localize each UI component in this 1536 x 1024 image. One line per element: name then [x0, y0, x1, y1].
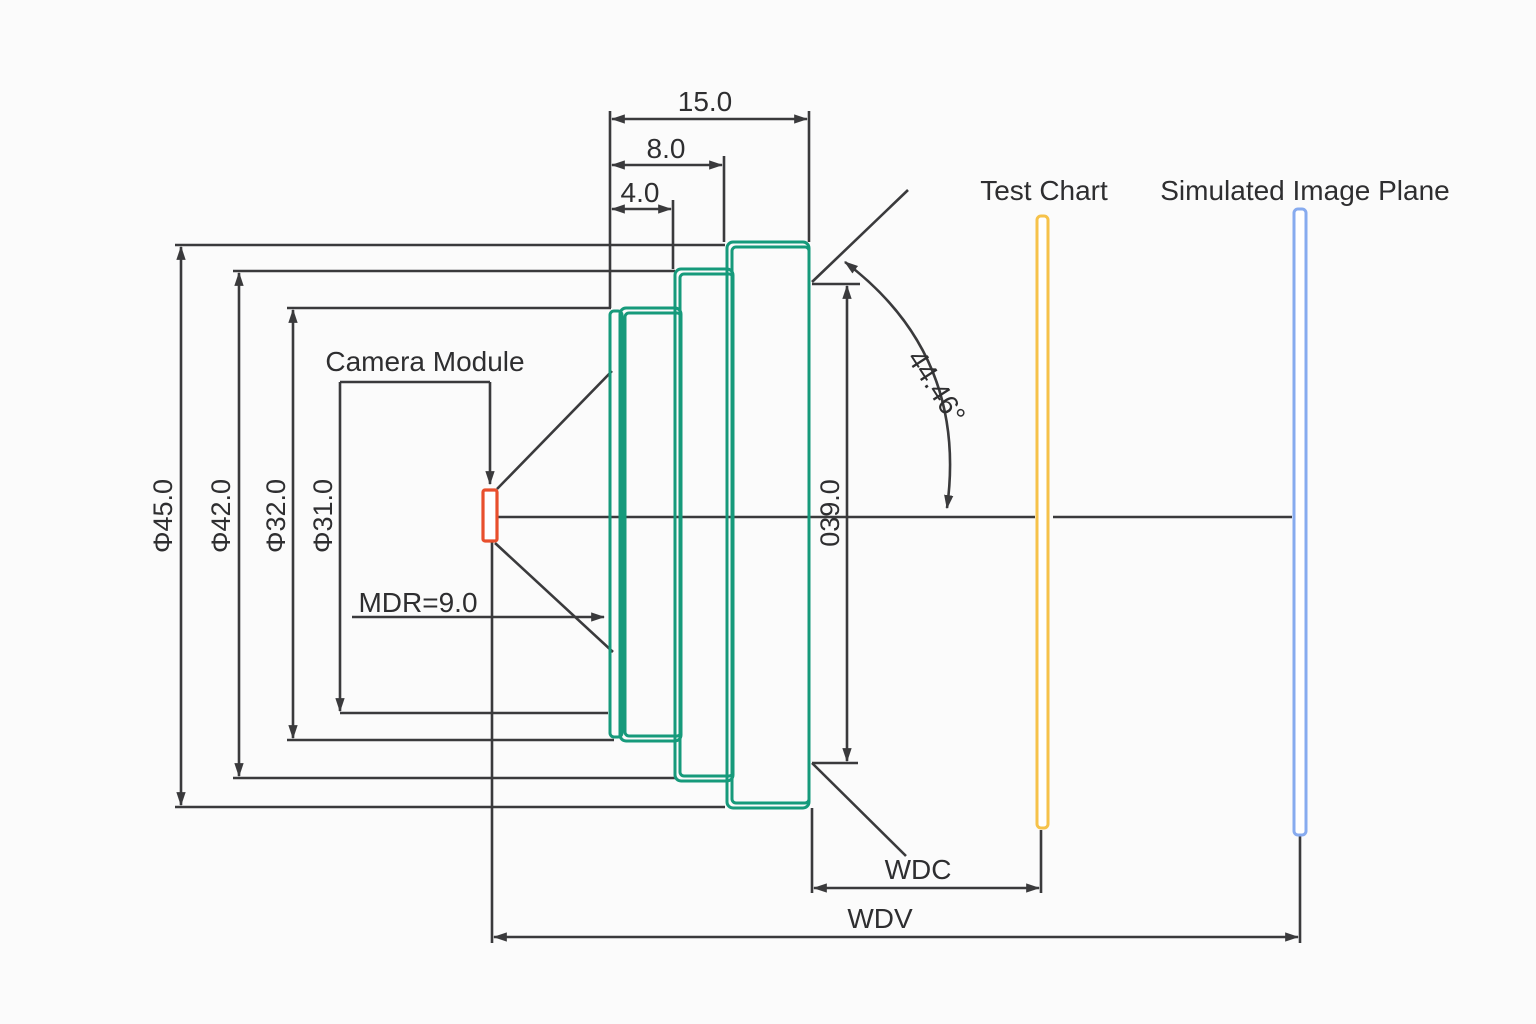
fov-ray: [811, 189, 909, 283]
dim-label-d31: Φ31.0: [308, 479, 338, 553]
lens-barrel: [608, 240, 811, 810]
dim-label-4: 4.0: [621, 177, 660, 208]
fov-angle-arc: [844, 260, 954, 510]
dim-label-15: 15.0: [678, 86, 733, 117]
dim-label-d32: Φ32.0: [261, 479, 291, 553]
dimension-lines: [176, 114, 1300, 942]
wdv-label: WDV: [847, 903, 913, 934]
extension-lines: [175, 111, 1302, 943]
lens-rear-lip: [608, 309, 624, 739]
image-plane: [1292, 207, 1308, 837]
dim-label-8: 8.0: [647, 133, 686, 164]
dim-label-d42: Φ42.0: [206, 479, 236, 553]
sensor-rect: [481, 488, 499, 543]
mdr-label: MDR=9.0: [358, 587, 477, 618]
camera-module-label: Camera Module: [325, 346, 524, 377]
wdc-leader: [811, 762, 907, 857]
image-plane-label: Simulated Image Plane: [1160, 175, 1450, 206]
dim-label-39: 039.0: [815, 479, 845, 547]
labels: 15.0 8.0 4.0 Φ45.0 Φ42.0 Φ32.0 Φ31.0 039…: [148, 86, 1450, 934]
dim-label-d45: Φ45.0: [148, 479, 178, 553]
wdc-label: WDC: [885, 854, 952, 885]
ray-upper: [496, 370, 613, 490]
test-chart-label: Test Chart: [980, 175, 1108, 206]
lens-section-front-inner: [730, 245, 811, 805]
test-chart-plane: [1035, 214, 1050, 830]
ray-lower: [494, 542, 614, 653]
